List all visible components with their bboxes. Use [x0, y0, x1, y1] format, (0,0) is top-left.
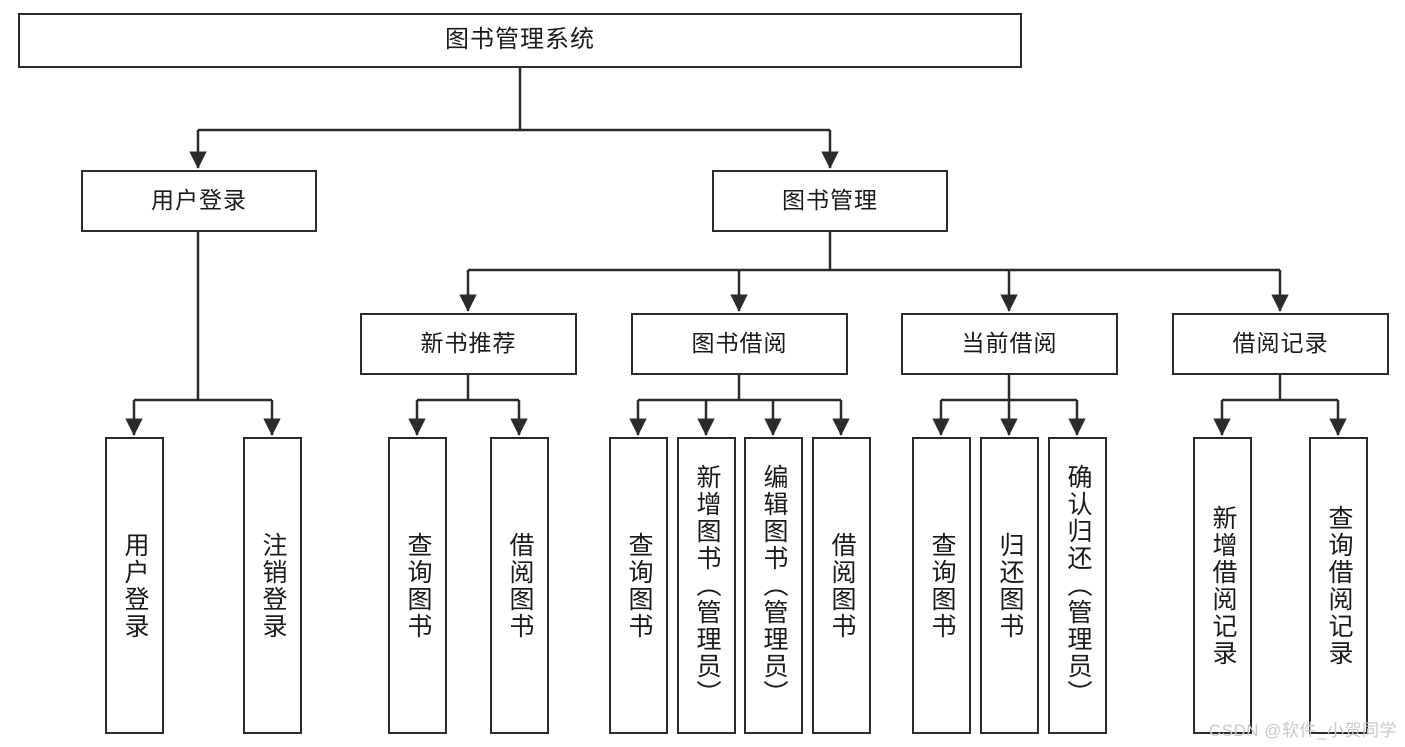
node-book-manage-label: 图书管理: [782, 187, 878, 214]
node-user-login[interactable]: 用户登录: [81, 170, 317, 232]
node-leaf-borrow-record-0[interactable]: 新增借阅记录: [1193, 437, 1252, 734]
node-leaf-new-book-1[interactable]: 借阅图书: [490, 437, 549, 734]
node-leaf-user-login-1[interactable]: 注销登录: [243, 437, 302, 734]
node-leaf-user-login-0[interactable]: 用户登录: [105, 437, 164, 734]
node-borrow-record-label: 借阅记录: [1232, 330, 1329, 357]
node-leaf-label: 确认归还（管理员）: [1064, 464, 1092, 707]
node-leaf-label: 查询图书: [928, 531, 956, 640]
node-leaf-label: 新增图书（管理员）: [693, 464, 721, 707]
node-leaf-current-borrow-0[interactable]: 查询图书: [912, 437, 971, 734]
node-leaf-book-borrow-0[interactable]: 查询图书: [609, 437, 668, 734]
node-leaf-label: 查询图书: [404, 531, 432, 640]
node-leaf-label: 编辑图书（管理员）: [760, 464, 788, 707]
node-leaf-borrow-record-1[interactable]: 查询借阅记录: [1309, 437, 1368, 734]
node-leaf-book-borrow-2[interactable]: 编辑图书（管理员）: [744, 437, 803, 734]
node-leaf-label: 注销登录: [259, 531, 287, 640]
node-borrow-record[interactable]: 借阅记录: [1172, 313, 1389, 375]
node-book-borrow[interactable]: 图书借阅: [631, 313, 848, 375]
node-new-book-label: 新书推荐: [420, 330, 517, 357]
node-book-manage[interactable]: 图书管理: [712, 170, 948, 232]
node-root[interactable]: 图书管理系统: [18, 13, 1022, 68]
node-new-book[interactable]: 新书推荐: [360, 313, 577, 375]
node-leaf-label: 查询图书: [625, 531, 653, 640]
node-root-label: 图书管理系统: [445, 26, 595, 54]
node-current-borrow-label: 当前借阅: [961, 330, 1058, 357]
node-leaf-new-book-0[interactable]: 查询图书: [388, 437, 447, 734]
node-leaf-label: 查询借阅记录: [1325, 504, 1353, 667]
node-leaf-current-borrow-1[interactable]: 归还图书: [980, 437, 1039, 734]
node-leaf-book-borrow-3[interactable]: 借阅图书: [812, 437, 871, 734]
node-leaf-label: 新增借阅记录: [1209, 504, 1237, 667]
node-leaf-current-borrow-2[interactable]: 确认归还（管理员）: [1048, 437, 1107, 734]
node-leaf-book-borrow-1[interactable]: 新增图书（管理员）: [677, 437, 736, 734]
node-leaf-label: 借阅图书: [828, 531, 856, 640]
node-user-login-label: 用户登录: [151, 187, 247, 214]
node-current-borrow[interactable]: 当前借阅: [901, 313, 1118, 375]
node-leaf-label: 借阅图书: [506, 531, 534, 640]
node-book-borrow-label: 图书借阅: [691, 330, 788, 357]
node-leaf-label: 归还图书: [996, 531, 1024, 640]
node-leaf-label: 用户登录: [121, 531, 149, 640]
